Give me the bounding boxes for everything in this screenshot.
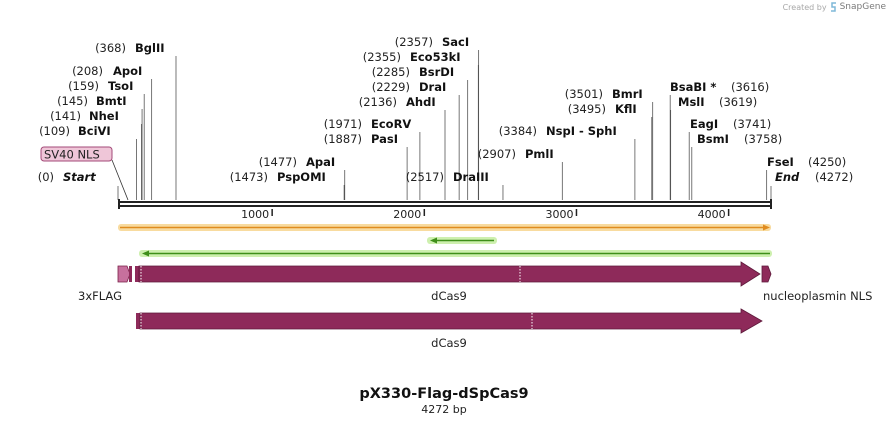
sv40-nls-leader (111, 159, 129, 201)
enzyme-name-bcivi[interactable]: BciVI (78, 124, 111, 138)
enzyme-num-eagi: (3741) (733, 117, 771, 131)
enzyme-num-pspomi: (1473) (230, 170, 268, 184)
label-3xflag: 3xFLAG (78, 289, 122, 303)
primer-reverse-green-long[interactable] (139, 250, 772, 257)
brand-prefix: Created by (782, 2, 827, 12)
feature-nucleoplasmin-nls[interactable] (761, 265, 772, 283)
plasmid-title: pX330-Flag-dSpCas9 (359, 386, 528, 402)
enzyme-num-bmri: (3501) (565, 87, 603, 101)
enzyme-name-apai[interactable]: ApaI (306, 155, 335, 169)
enzyme-name-eagi[interactable]: EagI (690, 117, 718, 131)
enzyme-name-eco53ki[interactable]: Eco53kI (410, 50, 461, 64)
feature-dcas9-row2[interactable] (136, 308, 763, 334)
ruler-tick-label: 3000 (545, 208, 573, 221)
enzyme-num-nspi-sphi: (3384) (499, 124, 537, 138)
enzyme-num-kfli: (3495) (568, 102, 606, 116)
enzyme-num-nhei: (141) (50, 109, 81, 123)
enzyme-name-bsmi[interactable]: BsmI (697, 132, 729, 146)
enzyme-name-tsoi[interactable]: TsoI (108, 79, 133, 93)
enzyme-num-bsrdi: (2285) (372, 65, 410, 79)
enzyme-name-start[interactable]: Start (63, 170, 96, 184)
enzyme-num-saci: (2357) (395, 35, 433, 49)
ruler-tick-label: 4000 (698, 208, 726, 221)
plasmid-length: 4272 bp (421, 403, 466, 416)
enzyme-name-bmri[interactable]: BmrI (612, 87, 643, 101)
enzyme-num-bsabi: (3616) (731, 80, 769, 94)
label-dcas9-row2: dCas9 (431, 336, 467, 350)
primer-reverse-green-short[interactable] (427, 237, 497, 244)
enzyme-num-draiii: (2517) (406, 170, 444, 184)
ruler: 1000 2000 3000 4000 (241, 208, 730, 221)
enzyme-name-pmli[interactable]: PmlI (525, 147, 554, 161)
enzyme-num-start: (0) (38, 170, 54, 184)
feature-3xflag[interactable] (117, 265, 132, 283)
enzyme-name-pasi[interactable]: PasI (371, 132, 398, 146)
enzyme-name-bmti[interactable]: BmtI (96, 94, 127, 108)
enzyme-name-fsei[interactable]: FseI (767, 155, 794, 169)
enzyme-labels: (368) BglII (208) ApoI (159) TsoI (145) … (38, 35, 854, 184)
enzyme-num-msli: (3619) (719, 95, 757, 109)
enzyme-num-eco53ki: (2355) (363, 50, 401, 64)
enzyme-num-ecorv: (1971) (324, 117, 362, 131)
enzyme-name-saci[interactable]: SacI (442, 35, 469, 49)
feature-dcas9-row1[interactable] (135, 261, 761, 287)
brand-name: SnapGene (839, 2, 886, 12)
sv40-nls-label[interactable]: SV40 NLS (40, 146, 113, 162)
ruler-tick-label: 1000 (241, 208, 269, 221)
enzyme-name-pspomi[interactable]: PspOMI (277, 170, 326, 184)
enzyme-num-pmli: (2907) (478, 147, 516, 161)
snapgene-logo-icon (830, 2, 836, 12)
enzyme-name-draiii[interactable]: DraIII (453, 170, 489, 184)
sv40-nls-text: SV40 NLS (44, 148, 100, 162)
enzyme-num-ahdi: (2136) (359, 95, 397, 109)
enzyme-num-apai: (1477) (259, 155, 297, 169)
enzyme-name-ecorv[interactable]: EcoRV (371, 117, 411, 131)
enzyme-name-drai[interactable]: DraI (419, 80, 446, 94)
enzyme-name-kfli[interactable]: KflI (615, 102, 637, 116)
enzyme-name-bsabi[interactable]: BsaBI * (670, 80, 716, 94)
ruler-tick-label: 2000 (393, 208, 421, 221)
enzyme-num-bglii: (368) (95, 41, 126, 55)
enzyme-name-nhei[interactable]: NheI (89, 109, 119, 123)
label-nucleoplasmin-nls: nucleoplasmin NLS (763, 289, 872, 303)
enzyme-name-apoi[interactable]: ApoI (113, 64, 142, 78)
snapgene-brand: Created by SnapGene (783, 2, 886, 12)
primer-forward-orange[interactable] (118, 224, 771, 231)
enzyme-name-ahdi[interactable]: AhdI (406, 95, 436, 109)
enzyme-num-fsei: (4250) (808, 155, 846, 169)
enzyme-leader-lines (117, 50, 772, 200)
enzyme-num-apoi: (208) (72, 64, 103, 78)
enzyme-num-bcivi: (109) (39, 124, 70, 138)
enzyme-name-bglii[interactable]: BglII (135, 41, 165, 55)
enzyme-num-tsoi: (159) (68, 79, 99, 93)
enzyme-num-drai: (2229) (372, 80, 410, 94)
label-dcas9-row1: dCas9 (431, 289, 467, 303)
sv40-nls-box (40, 146, 113, 162)
enzyme-num-bmti: (145) (57, 94, 88, 108)
enzyme-num-bsmi: (3758) (744, 132, 782, 146)
enzyme-name-bsrdi[interactable]: BsrDI (419, 65, 454, 79)
enzyme-name-end[interactable]: End (775, 170, 800, 184)
enzyme-num-pasi: (1887) (324, 132, 362, 146)
enzyme-num-end: (4272) (815, 170, 853, 184)
sequence-backbone (118, 199, 772, 209)
enzyme-name-nspi-sphi[interactable]: NspI - SphI (546, 124, 617, 138)
enzyme-name-msli[interactable]: MslI (678, 95, 705, 109)
